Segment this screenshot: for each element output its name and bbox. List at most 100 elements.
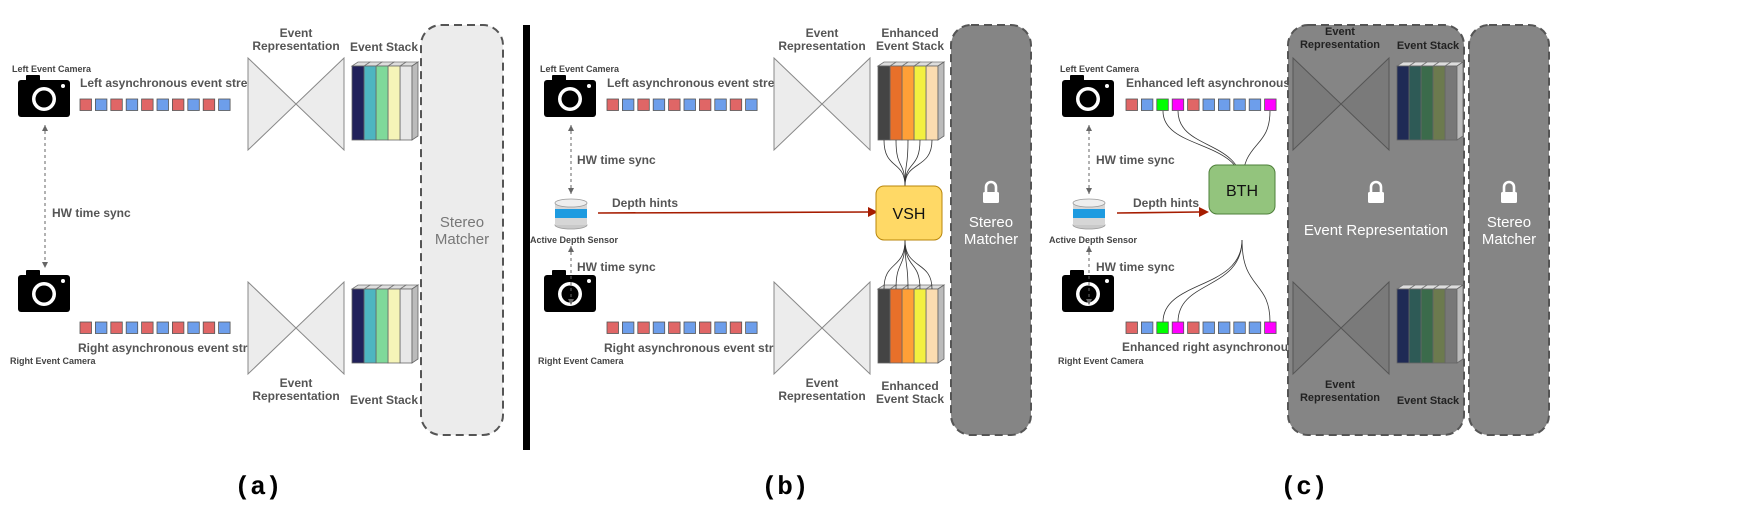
left-camera-label-b: Left Event Camera [540, 64, 620, 74]
stack-slice [399, 288, 413, 364]
matcher-a-label-1: Stereo [440, 214, 484, 231]
event-square [171, 321, 185, 334]
event-square [187, 98, 200, 111]
event-representation-top [247, 56, 345, 152]
event-square [1171, 98, 1185, 111]
event-square [156, 98, 169, 111]
event-square [1141, 321, 1154, 334]
event-square [745, 321, 758, 334]
event-square [668, 321, 681, 334]
stack-slice [877, 288, 891, 364]
repr-bottom-label-2-b: Representation [778, 389, 865, 403]
repr-top-label-1-b: Event [806, 26, 839, 40]
event-square [1141, 98, 1154, 111]
caption-c: (c) [1281, 472, 1328, 502]
vsh-box [875, 185, 943, 241]
event-square [218, 98, 231, 111]
event-stack-bottom-c [1395, 284, 1465, 364]
stereo-matcher-b [950, 24, 1032, 436]
stack-slice [1420, 65, 1434, 141]
event-square [1264, 98, 1277, 111]
lock-icon-c [1501, 180, 1517, 203]
depth-hints-arrow-c [1116, 211, 1200, 214]
event-square [218, 321, 231, 334]
event-square [1202, 321, 1215, 334]
left-stream-label-b: Left asynchronous event stream [607, 76, 792, 90]
stereo-matcher-a [420, 24, 504, 436]
event-square [699, 321, 712, 334]
stack-slice [1396, 288, 1410, 364]
event-square [637, 98, 650, 111]
hw-sync-arrow-top-b [568, 125, 574, 194]
stack-slice [901, 65, 915, 141]
stack-slice [889, 288, 903, 364]
event-square [1233, 98, 1246, 111]
repr-top-label-1-c: Event [1325, 26, 1355, 38]
event-square [1218, 321, 1231, 334]
vsh-label: VSH [893, 206, 926, 223]
panel-divider [523, 25, 530, 450]
stack-top-label: Event Stack [350, 40, 418, 54]
event-stack-top-c [1395, 61, 1465, 141]
event-square [1171, 321, 1185, 334]
event-representation-bottom-b [773, 280, 871, 376]
hw-sync-label-top-c: HW time sync [1096, 153, 1175, 167]
event-square [606, 98, 619, 111]
event-square [202, 321, 216, 334]
event-square [125, 321, 139, 334]
stack-top-label-1-b: Enhanced [881, 26, 938, 40]
event-square [729, 321, 743, 334]
stack-slice [877, 65, 891, 141]
right-camera-icon-b [544, 270, 596, 312]
event-square [714, 321, 727, 334]
event-square [1187, 98, 1200, 111]
repr-bottom-label-2-c: Representation [1300, 392, 1380, 404]
event-square [156, 321, 169, 334]
stack-top-label-c: Event Stack [1397, 40, 1460, 52]
hw-sync-label: HW time sync [52, 206, 131, 220]
left-event-stream-c [1125, 98, 1277, 111]
right-event-stream [79, 321, 231, 334]
stack-bottom-label-2-b: Event Stack [876, 392, 944, 406]
right-camera-label-c: Right Event Camera [1058, 356, 1145, 366]
stack-slice [1408, 65, 1422, 141]
depth-hints-label-b: Depth hints [612, 196, 678, 210]
hw-sync-arrow-top-c [1086, 125, 1092, 194]
left-stream-label: Left asynchronous event stream [80, 76, 265, 90]
stack-slice [913, 65, 927, 141]
depth-hints-label-c: Depth hints [1133, 196, 1199, 210]
event-square [745, 98, 758, 111]
left-camera-icon-c [1062, 75, 1114, 117]
event-stack-top [350, 61, 420, 141]
event-square [202, 98, 216, 111]
stack-slice [351, 288, 365, 364]
left-camera-label-c: Left Event Camera [1060, 64, 1140, 74]
vsh-connections [883, 139, 933, 290]
matcher-c-label-2: Matcher [1482, 231, 1536, 248]
stack-slice [375, 288, 389, 364]
stack-slice [363, 288, 377, 364]
event-square [622, 98, 635, 111]
repr-bottom-label-1-c: Event [1325, 379, 1355, 391]
event-square [1248, 98, 1262, 111]
event-square [187, 321, 200, 334]
bth-box [1208, 164, 1276, 215]
hw-sync-arrow [42, 125, 48, 268]
left-event-stream [79, 98, 231, 111]
event-square [1156, 98, 1169, 111]
stack-slice [1432, 288, 1446, 364]
event-square [1125, 321, 1138, 334]
event-stack-bottom [350, 284, 420, 364]
left-camera-icon [18, 75, 70, 117]
event-square [95, 321, 108, 334]
right-camera-icon [18, 270, 70, 312]
repr-top-label-2-b: Representation [778, 39, 865, 53]
event-representation-center-label: Event Representation [1304, 222, 1448, 239]
event-square [652, 321, 666, 334]
stack-slice [399, 65, 413, 141]
depth-sensor-icon-b [554, 198, 588, 230]
hw-sync-arrow-bottom-b [568, 246, 574, 305]
event-representation-bottom-c [1292, 280, 1390, 376]
event-square [699, 98, 712, 111]
